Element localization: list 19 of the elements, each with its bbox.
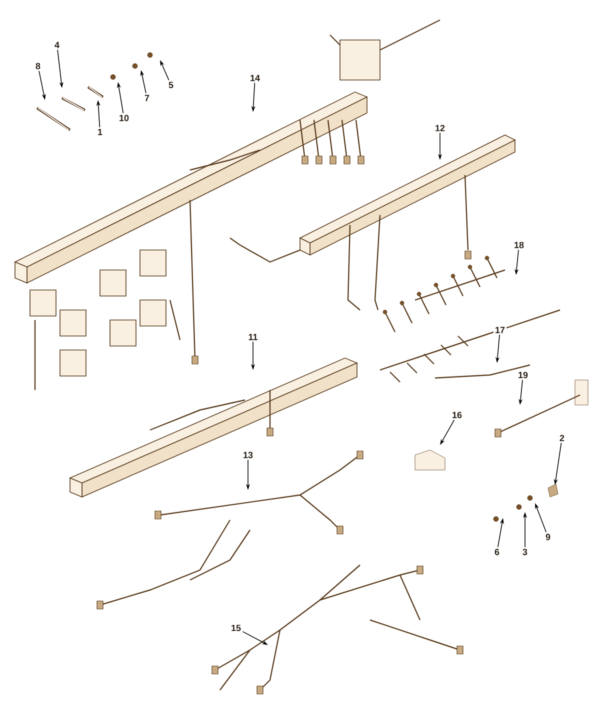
callout-number: 1 [96, 127, 104, 137]
callout-number: 4 [53, 40, 61, 50]
callout-number: 19 [516, 370, 530, 380]
callout-number: 10 [118, 113, 130, 123]
callout-number: 13 [242, 450, 254, 460]
callout-number: 3 [521, 547, 529, 557]
callout-number: 2 [558, 433, 566, 443]
callout-number: 17 [493, 325, 506, 335]
callout-number: 8 [34, 61, 42, 71]
callout-number: 11 [246, 332, 260, 342]
callout-number: 6 [493, 547, 501, 557]
callout-number: 12 [433, 123, 446, 133]
callout-number: 18 [512, 240, 526, 250]
callout-number: 7 [143, 93, 151, 103]
callout-number: 9 [544, 532, 552, 542]
callout-number: 5 [167, 80, 175, 90]
callout-number: 14 [248, 73, 262, 83]
callout-number: 16 [450, 410, 464, 420]
callout-number: 15 [230, 623, 242, 633]
